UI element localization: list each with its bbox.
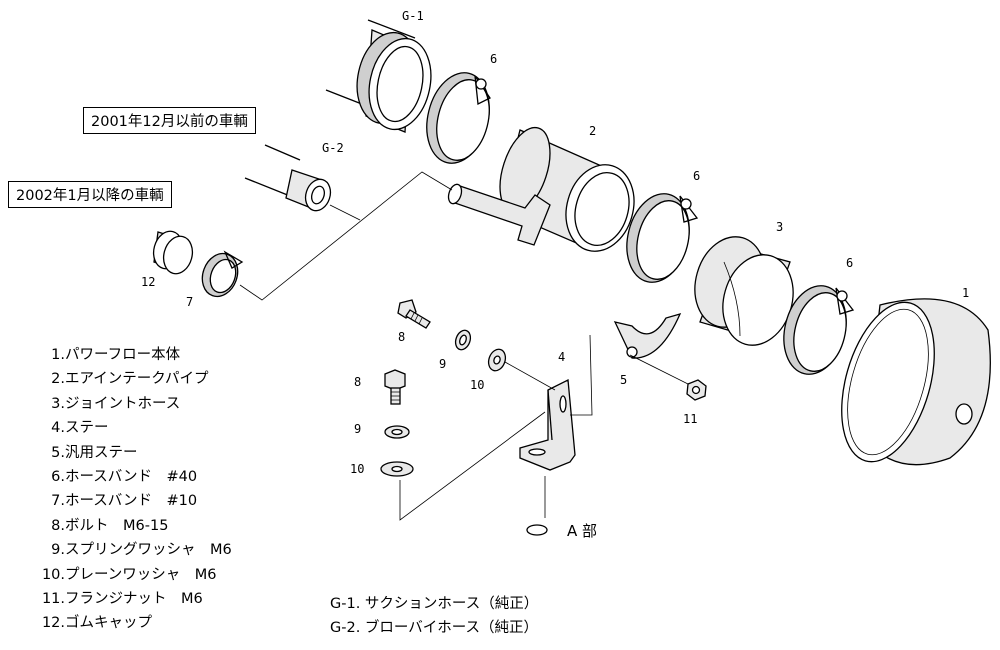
hose-band-6-right	[783, 285, 855, 375]
callout-6-top: 6	[490, 52, 497, 66]
plain-washer-10-upper	[487, 348, 507, 372]
callout-1: 1	[962, 286, 969, 300]
callout-g2: G-2	[322, 141, 344, 155]
hose-band-7	[201, 250, 244, 298]
callout-6-middle: 6	[693, 169, 700, 183]
parts-list: 1.パワーフロー本体 2.エアインテークパイプ 3.ジョイントホース 4.ステー…	[35, 343, 232, 636]
parts-list-item: 1.パワーフロー本体	[51, 347, 181, 363]
hose-band-6-middle	[626, 193, 699, 283]
callout-6-right: 6	[846, 256, 853, 270]
hose-band-6-top	[426, 72, 491, 164]
parts-list-item: 7.ホースバンド #10	[51, 493, 198, 510]
spring-washer-9-lower	[384, 425, 410, 439]
detail-a-label: A 部	[567, 522, 597, 540]
callout-5: 5	[620, 373, 627, 387]
suction-hose-g1	[325, 19, 432, 133]
callout-7: 7	[186, 295, 193, 309]
parts-list-item: 9.スプリングワッシャ M6	[51, 542, 232, 559]
parts-list-item: 12.ゴムキャップ	[41, 615, 152, 632]
parts-list-item: 8.ボルト M6-15	[51, 517, 169, 534]
parts-list-item: 2.エアインテークパイプ	[51, 371, 209, 388]
plain-washer-10-lower	[380, 461, 414, 477]
callout-10-upper: 10	[470, 378, 484, 392]
callout-12: 12	[141, 275, 155, 289]
bolt-8-upper	[397, 299, 431, 329]
callout-3: 3	[776, 220, 783, 234]
genuine-parts-item: G-2. ブローバイホース（純正）	[330, 620, 539, 637]
label-after-jan-2002: 2002年1月以降の車輌	[8, 181, 172, 208]
blow-by-hose-g2	[244, 144, 332, 212]
joint-hose	[694, 236, 794, 346]
stay-bracket-4	[519, 378, 576, 471]
callout-4: 4	[558, 350, 565, 364]
parts-list-item: 3.ジョイントホース	[51, 395, 181, 412]
parts-list-item: 4.ステー	[51, 420, 109, 437]
parts-list-item: 5.汎用ステー	[51, 444, 138, 461]
universal-stay-5	[613, 312, 682, 359]
callout-g1: G-1	[402, 9, 424, 23]
callout-8-lower: 8	[354, 375, 361, 389]
air-intake-pipe	[447, 126, 635, 252]
genuine-parts-item: G-1. サクションホース（純正）	[330, 596, 539, 612]
callout-10-lower: 10	[350, 462, 364, 476]
bolt-8-lower	[384, 369, 406, 405]
parts-list-item: 10.プレーンワッシャ M6	[41, 566, 217, 583]
callout-2: 2	[589, 124, 596, 138]
power-flow-body	[841, 298, 991, 466]
parts-list-item: 6.ホースバンド #40	[51, 468, 198, 485]
callout-9-upper: 9	[439, 357, 446, 371]
label-before-dec-2001: 2001年12月以前の車輌	[83, 107, 256, 134]
callout-9-lower: 9	[354, 422, 361, 436]
flange-nut-11	[686, 379, 707, 401]
parts-list-item: 11.フランジナット M6	[41, 590, 203, 607]
rubber-cap-12	[152, 230, 194, 275]
spring-washer-9-upper	[454, 329, 472, 351]
callout-11: 11	[683, 412, 697, 426]
genuine-parts-list: G-1. サクションホース（純正） G-2. ブローバイホース（純正）	[330, 592, 538, 641]
callout-8-upper: 8	[398, 330, 405, 344]
